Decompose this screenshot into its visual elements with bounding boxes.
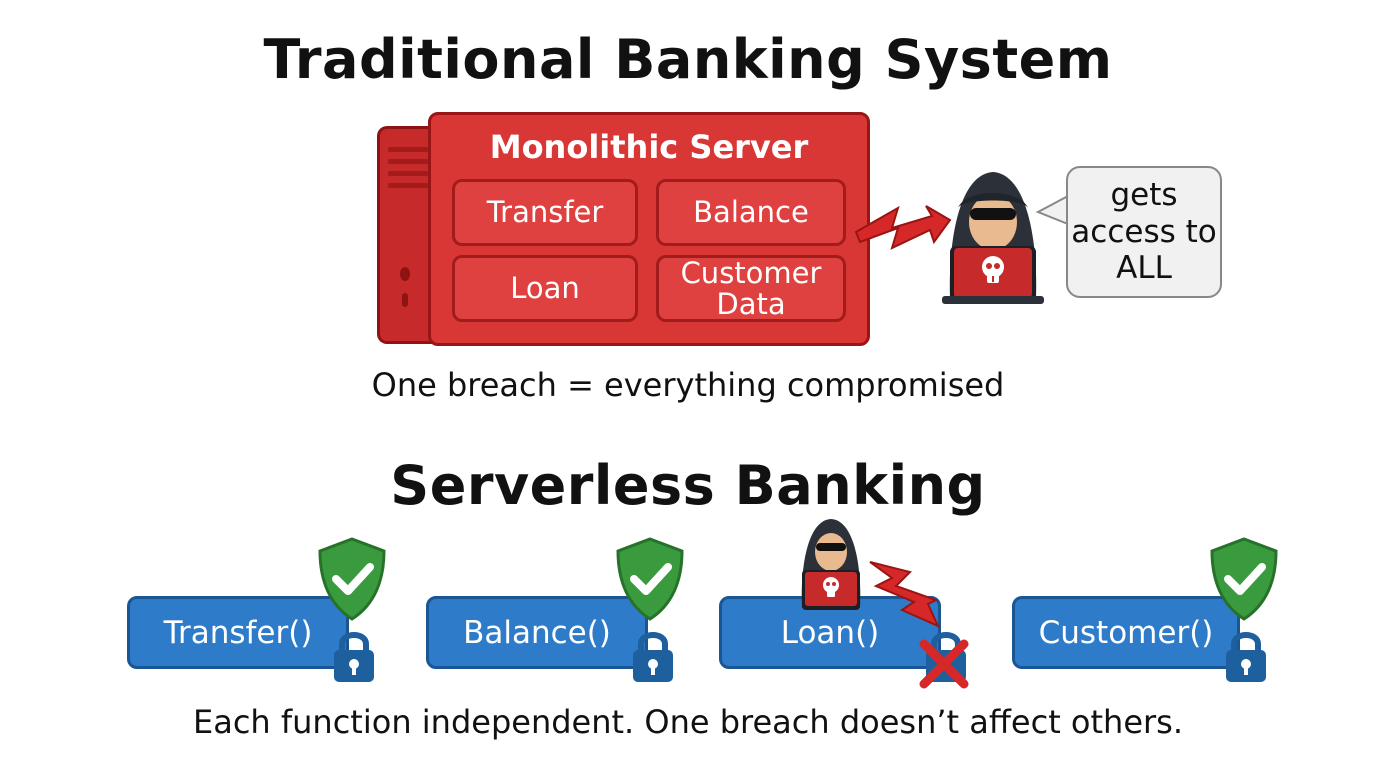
module-customer-data: Customer Data: [656, 255, 846, 322]
server-name: Monolithic Server: [489, 128, 809, 166]
lock-icon: [1226, 632, 1266, 682]
shield-check-icon: [318, 537, 386, 621]
serverless-title: Serverless Banking: [390, 454, 986, 517]
serverless-caption: Each function independent. One breach do…: [193, 703, 1183, 741]
lock-icon: [334, 632, 374, 682]
shield-check-icon: [1210, 537, 1278, 621]
server-led: [400, 267, 410, 281]
server-vent: [388, 159, 428, 164]
skull-icon: [982, 256, 1004, 283]
hacker-icon: [942, 172, 1044, 304]
server-vent: [388, 147, 428, 152]
module-loan: Loan: [452, 255, 638, 322]
lock-icon: [633, 632, 673, 682]
hacker-icon: [801, 519, 861, 610]
traditional-title: Traditional Banking System: [263, 28, 1113, 91]
module-balance: Balance: [656, 179, 846, 246]
module-transfer: Transfer: [452, 179, 638, 246]
function-balance: Balance(): [426, 596, 648, 669]
server-vent: [388, 183, 428, 188]
lightning-icon: [869, 561, 940, 628]
server-led: [402, 293, 408, 307]
traditional-caption: One breach = everything compromised: [371, 366, 1005, 404]
lightning-icon: [854, 205, 952, 250]
speech-bubble: gets access to ALL: [1066, 166, 1222, 298]
skull-icon: [823, 577, 839, 597]
x-mark-icon: [919, 639, 969, 689]
shield-check-icon: [616, 537, 684, 621]
server-vent: [388, 171, 428, 176]
function-transfer: Transfer(): [127, 596, 349, 669]
function-customer: Customer(): [1012, 596, 1240, 669]
